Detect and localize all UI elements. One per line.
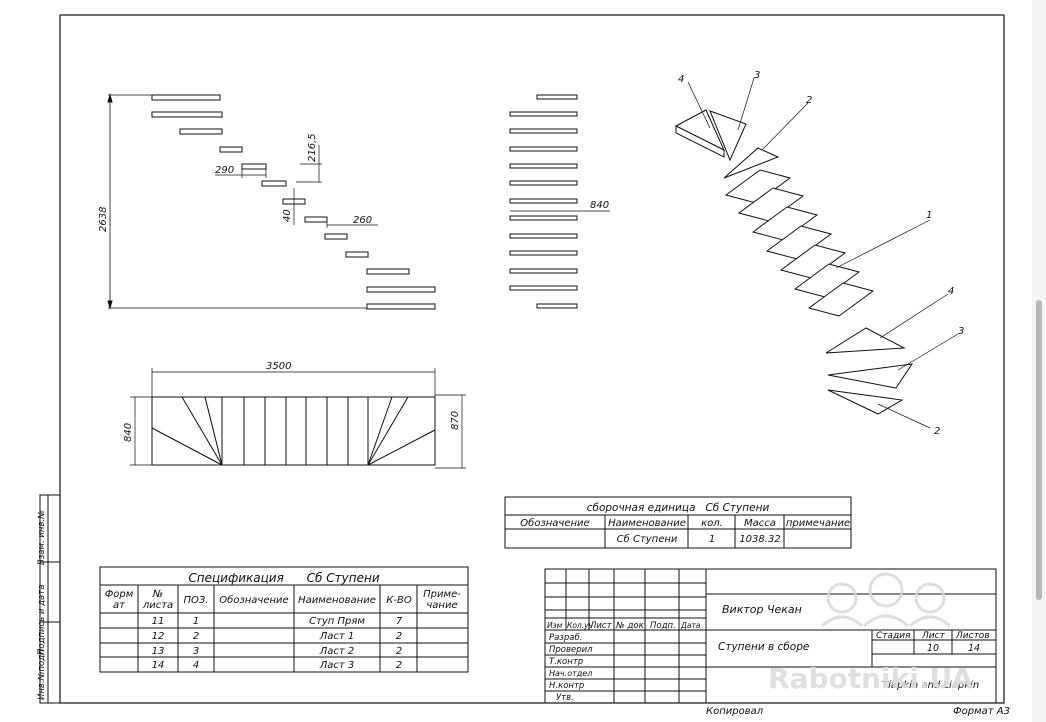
assembly-header-designation: Обозначение [520,517,589,529]
title-row-utv: Утв. [556,693,574,703]
spec-header-sheet-1: № [152,589,163,600]
assembly-header-note: примечание [786,518,850,529]
assembly-table [504,496,852,549]
title-row-tkontr: Т.контр [549,657,583,667]
spec-row-3-pos: 3 [193,646,199,657]
isometric-view [674,77,959,429]
leader-top-4: 4 [678,74,684,85]
spec-row-1-pos: 1 [193,616,199,627]
title-format: Формат А3 [953,706,1010,717]
spec-table [99,566,469,673]
title-col-doc: № док [615,621,645,631]
assembly-cell-name: Сб Ступени [617,533,678,545]
title-stage-label: Стадия [876,631,911,641]
title-copied: Копировал [706,706,764,717]
spec-row-1-name: Ступ Прям [309,616,365,627]
leader-top-3: 3 [754,70,760,81]
dim-plan-width: 840 [123,423,134,442]
title-row-proveril: Проверил [549,645,593,655]
side-stamp [39,494,61,704]
leader-bot-3: 3 [958,326,964,337]
spec-header-note-1: Приме- [423,589,461,600]
title-sheets-label: Листов [955,631,990,641]
assembly-header-qty: кол. [701,518,723,529]
spec-header-designation: Обозначение [219,594,288,606]
front-view [509,94,610,309]
dim-height-total: 2638 [98,207,109,232]
spec-row-4-pos: 4 [193,660,199,671]
assembly-header-mass: Масса [744,518,776,529]
assembly-header-name: Наименование [608,518,686,529]
spec-row-2-sheet: 12 [152,631,165,642]
spec-row-1-sheet: 11 [152,616,165,627]
side-stamp-sign: Подпись и дата [37,585,47,655]
title-col-kol: Кол.уч [567,621,594,630]
spec-row-1-qty: 7 [396,616,403,627]
spec-header-sheet-2: листа [142,600,173,611]
title-designer: Виктор Чекан [722,603,802,616]
leader-mid-1: 1 [926,210,932,221]
spec-header-note-2: чание [426,600,457,611]
spec-header-format-1: Форм [105,589,134,600]
spec-row-2-qty: 2 [396,631,402,642]
assembly-cell-mass: 1038.32 [739,534,780,545]
leader-top-2: 2 [806,95,812,106]
spec-caption: Спецификация Сб Ступени [188,571,379,585]
title-row-nach: Нач.отдел [549,669,592,678]
dim-thickness: 40 [282,209,293,222]
title-sheets-value: 14 [968,643,980,654]
dim-plan-depth: 870 [450,411,461,430]
assembly-cell-qty: 1 [709,534,715,545]
title-org: Tiapkin and Liapkin [882,680,979,691]
spec-header-pos: ПОЗ. [184,595,209,606]
leader-bot-2: 2 [934,426,940,437]
spec-row-4-sheet: 14 [152,660,165,671]
assembly-caption: сборочная единица Сб Ступени [587,502,770,514]
title-col-sign: Подп. [650,621,676,631]
scrollbar[interactable] [1032,0,1046,722]
leader-bot-4: 4 [948,286,954,297]
spec-row-2-pos: 2 [193,631,199,642]
dim-length: 3500 [266,361,291,372]
watermark-text: Rabotniki.UA [768,662,973,695]
title-row-nkontr: Н.контр [549,681,584,691]
spec-row-4-qty: 2 [396,660,402,671]
scroll-thumb[interactable] [1036,300,1042,600]
title-row-razrab: Разраб. [549,633,582,643]
side-stamp-replace: Взам. инв.№ [37,510,47,565]
spec-row-3-qty: 2 [396,646,402,657]
sheet-frame [59,14,1005,704]
title-drawing-name: Ступени в сборе [718,641,809,653]
spec-row-2-name: Ласт 1 [319,631,355,642]
title-col-date: Дата [680,621,701,630]
spec-row-3-name: Ласт 2 [319,646,355,657]
title-col-izm: Изм [547,621,563,630]
title-block [544,568,997,704]
spec-header-qty: К-ВО [386,595,412,606]
spec-row-4-name: Ласт 3 [319,660,355,671]
title-sheet-value: 10 [927,643,939,654]
side-stamp-inv: Инв.№подл [37,649,47,700]
spec-header-name: Наименование [298,595,376,606]
title-col-list: Лист [589,621,613,631]
dim-width: 840 [590,200,609,211]
dim-overhang: 260 [353,215,372,226]
watermark-logo [820,572,952,628]
dim-step-rise: 216,5 [307,133,318,162]
spec-header-format-2: ат [113,600,126,611]
spec-row-3-sheet: 13 [152,646,165,657]
side-elevation-view [107,93,436,310]
plan-view [130,368,466,469]
title-sheet-label: Лист [921,631,946,641]
dim-step-depth: 290 [215,165,234,176]
